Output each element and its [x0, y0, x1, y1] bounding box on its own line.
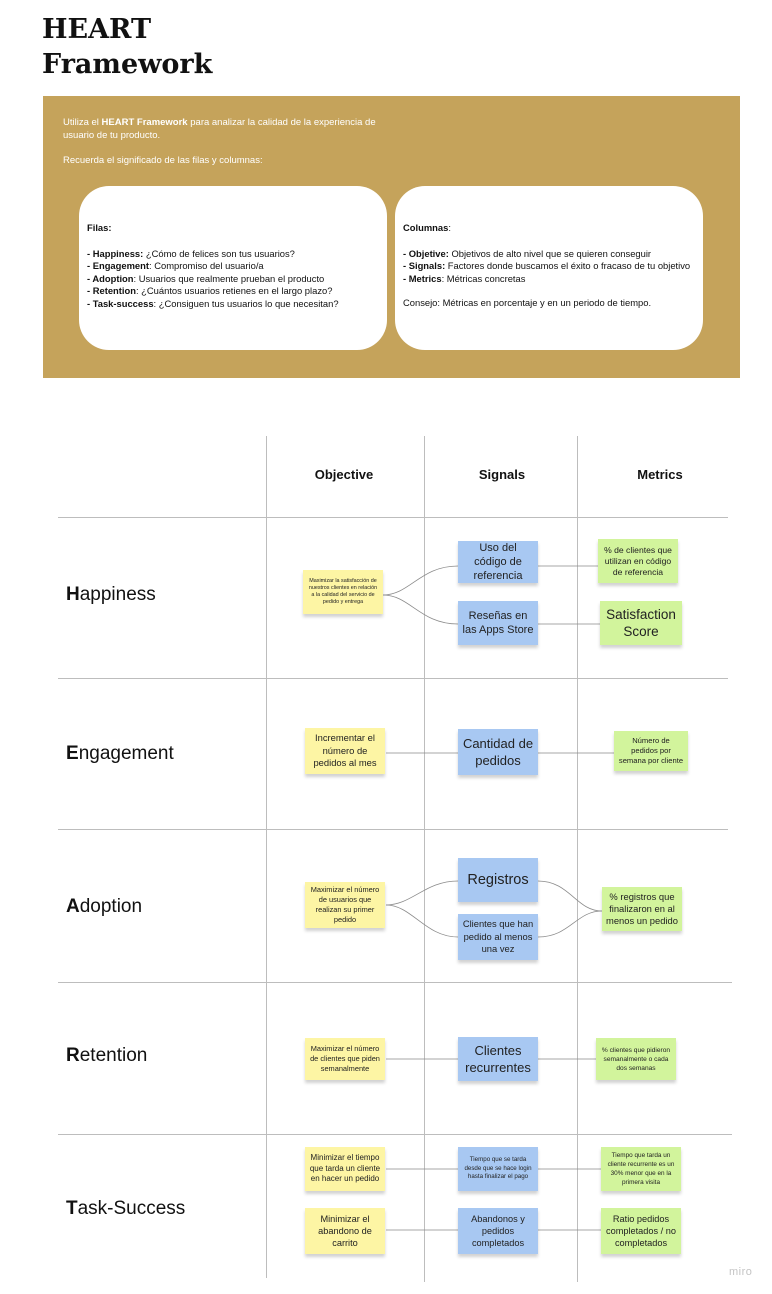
- note-adoption-metric[interactable]: % registros que finalizaron en al menos …: [602, 887, 682, 931]
- note-task-objective-1[interactable]: Minimizar el tiempo que tarda un cliente…: [305, 1147, 385, 1191]
- columnas-item: - Objetive: Objetivos de alto nivel que …: [403, 247, 652, 259]
- note-happiness-objective[interactable]: Maximizar la satisfacción de nuestros cl…: [303, 570, 383, 614]
- columnas-item: - Signals: Factores donde buscamos el éx…: [403, 260, 691, 272]
- filas-item: - Happiness: ¿Cómo de felices son tus us…: [87, 247, 295, 259]
- connector-line: [385, 880, 459, 906]
- columnas-card[interactable]: Columnas: - Objetive: Objetivos de alto …: [395, 186, 703, 350]
- columnas-heading: Columnas:: [403, 222, 451, 233]
- note-engagement-metric[interactable]: Número de pedidos por semana por cliente: [614, 731, 688, 771]
- note-retention-signal[interactable]: Clientes recurrentes: [458, 1037, 538, 1081]
- note-task-metric-1[interactable]: Tiempo que tarda un cliente recurrente e…: [601, 1147, 681, 1191]
- row-label-task-success: Task-Success: [66, 1198, 186, 1219]
- grid-hline-4: [58, 982, 732, 983]
- note-happiness-metric-1[interactable]: % de clientes que utilizan en código de …: [598, 539, 678, 583]
- intro-p1-pre: Utiliza el: [63, 117, 102, 128]
- row-label-adoption: Adoption: [66, 896, 143, 917]
- intro-p2: Recuerda el significado de las filas y c…: [63, 155, 263, 166]
- connector-line: [382, 594, 459, 625]
- intro-text: Utiliza el HEART Framework para analizar…: [63, 116, 383, 167]
- grid-hline-1: [58, 517, 728, 518]
- note-happiness-signal-1[interactable]: Uso del código de referencia: [458, 541, 538, 583]
- note-task-objective-2[interactable]: Minimizar el abandono de carrito: [305, 1208, 385, 1254]
- note-task-signal-2[interactable]: Abandonos y pedidos completados: [458, 1208, 538, 1254]
- intro-p1-post: para analizar la calidad de la experienc…: [63, 117, 376, 141]
- grid-vline-2: [424, 436, 425, 1282]
- connector-line: [537, 880, 603, 912]
- note-adoption-objective[interactable]: Maximizar el número de usuarios que real…: [305, 882, 385, 928]
- row-label-happiness: Happiness: [66, 584, 156, 605]
- filas-card[interactable]: Filas: - Happiness: ¿Cómo de felices son…: [79, 186, 387, 350]
- grid-vline-3: [577, 436, 578, 1282]
- columnas-item: - Metrics: Métricas concretas: [403, 272, 526, 284]
- columnas-tip: Consejo: Métricas en porcentaje y en un …: [403, 297, 652, 309]
- filas-item: - Engagement: Compromiso del usuario/a: [87, 260, 264, 272]
- page-title: HEART Framework: [42, 12, 212, 82]
- note-retention-metric[interactable]: % clientes que pidieron semanalmente o c…: [596, 1038, 676, 1080]
- grid-hline-5: [58, 1134, 732, 1135]
- filas-item: - Adoption: Usuarios que realmente prueb…: [87, 272, 325, 284]
- row-label-engagement: Engagement: [66, 743, 174, 764]
- title-line-1: HEART: [42, 14, 152, 45]
- note-adoption-signal-2[interactable]: Clientes que han pedido al menos una vez: [458, 914, 538, 960]
- column-header-objective: Objective: [314, 467, 374, 482]
- connector-line: [537, 910, 603, 938]
- intro-panel[interactable]: Utiliza el HEART Framework para analizar…: [43, 96, 740, 378]
- row-label-retention: Retention: [66, 1045, 148, 1066]
- note-engagement-signal[interactable]: Cantidad de pedidos: [458, 729, 538, 775]
- filas-item: - Task-success: ¿Consiguen tus usuarios …: [87, 297, 339, 309]
- column-header-signals: Signals: [478, 467, 526, 482]
- filas-heading: Filas:: [87, 222, 112, 233]
- note-happiness-metric-2[interactable]: Satisfaction Score: [600, 601, 682, 645]
- note-task-metric-2[interactable]: Ratio pedidos completados / no completad…: [601, 1208, 681, 1254]
- filas-item: - Retention: ¿Cuántos usuarios retienes …: [87, 285, 333, 297]
- connector-line: [385, 904, 459, 938]
- note-retention-objective[interactable]: Maximizar el número de clientes que pide…: [305, 1038, 385, 1080]
- miro-watermark: miro: [729, 1266, 753, 1278]
- intro-p1-bold: HEART Framework: [101, 117, 188, 128]
- note-happiness-signal-2[interactable]: Reseñas en las Apps Store: [458, 601, 538, 645]
- connector-line: [382, 565, 459, 596]
- grid-vline-1: [266, 436, 267, 1278]
- grid-hline-2: [58, 678, 728, 679]
- note-engagement-objective[interactable]: Incrementar el número de pedidos al mes: [305, 728, 385, 774]
- note-adoption-signal-1[interactable]: Registros: [458, 858, 538, 902]
- note-task-signal-1[interactable]: Tiempo que se tarda desde que se hace lo…: [458, 1147, 538, 1191]
- column-header-metrics: Metrics: [637, 467, 683, 482]
- grid-hline-3: [58, 829, 728, 830]
- title-line-2: Framework: [42, 49, 213, 80]
